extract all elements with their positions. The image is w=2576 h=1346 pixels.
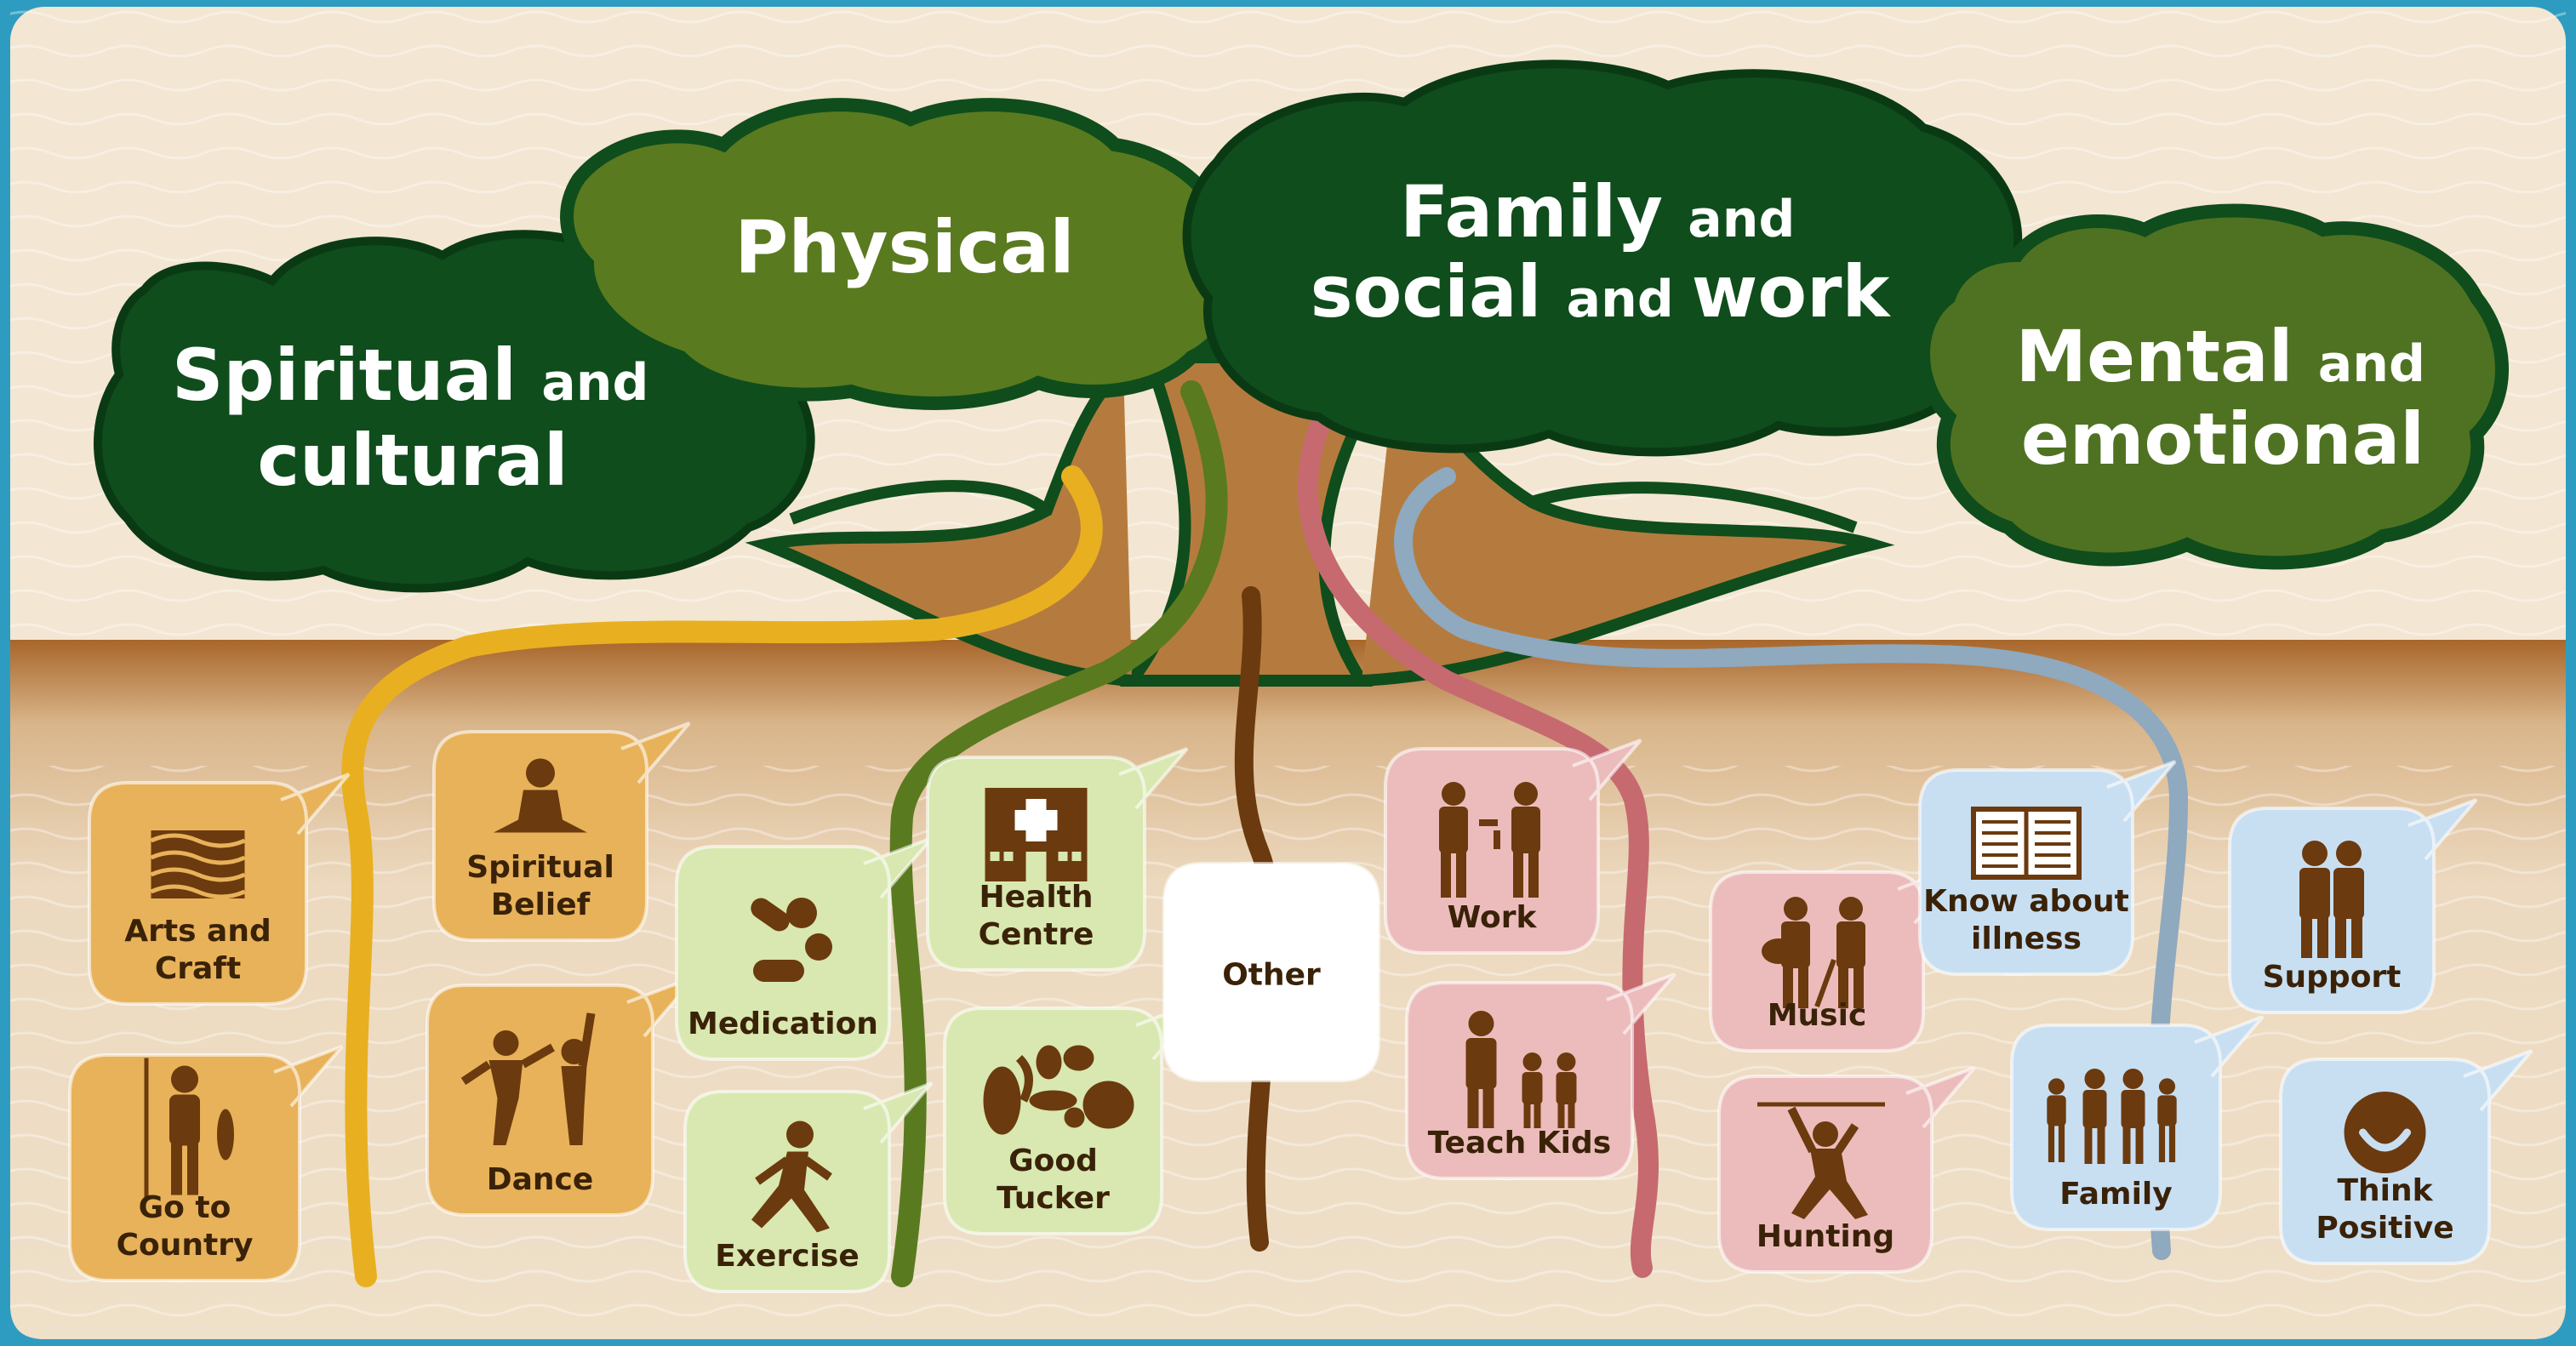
dance-label-line: Dance xyxy=(487,1162,594,1197)
canopy-mental: Mental and emotional xyxy=(1916,203,2509,570)
root-mental xyxy=(1394,467,2189,1260)
box-teach-kids: Teach Kids xyxy=(1405,972,1676,1180)
good-tucker-label-line: Tucker xyxy=(997,1181,1110,1216)
go-to-country-label-line: Country xyxy=(117,1228,254,1263)
know-about-illness-label-line: illness xyxy=(1971,921,2082,956)
canopy-physical: Physical xyxy=(560,98,1243,410)
work-label-line: Work xyxy=(1448,900,1538,935)
canopy-title-spiritual: Spiritual and cultural xyxy=(172,334,654,502)
box-family: Family xyxy=(2010,1015,2265,1231)
box-music: Music xyxy=(1709,862,1968,1052)
work-icon xyxy=(1439,782,1540,898)
root-family xyxy=(1298,398,1659,1278)
go-to-country-label-line: Go to xyxy=(139,1190,231,1225)
health-centre-icon xyxy=(985,788,1088,881)
good-tucker-icon xyxy=(983,1045,1134,1135)
support-icon xyxy=(2299,841,2364,958)
box-dance: Dance xyxy=(426,975,697,1217)
arts-and-craft-label-line: Arts and xyxy=(124,914,271,949)
group-other: Other xyxy=(1162,862,1380,1082)
teach-kids-label-line: Teach Kids xyxy=(1428,1126,1611,1161)
root-spiritual xyxy=(341,465,1103,1287)
arts-and-craft-icon xyxy=(150,830,246,899)
canopy-title-physical: Physical xyxy=(734,205,1074,290)
dance-icon xyxy=(460,1012,596,1145)
medication-label-line: Medication xyxy=(688,1007,878,1041)
health-centre-label-line: Centre xyxy=(979,917,1094,952)
box-work: Work xyxy=(1384,739,1642,955)
box-exercise: Exercise xyxy=(683,1081,934,1293)
meditation-icon xyxy=(494,758,587,833)
support-label-line: Support xyxy=(2263,960,2402,995)
arts-and-craft-label-line: Craft xyxy=(155,951,241,986)
canopy-title-family: Family and social and work xyxy=(1311,170,1892,334)
box-support: Support xyxy=(2228,798,2478,1014)
know-about-illness-label-line: Know about xyxy=(1923,884,2129,919)
health-centre-label-line: Health xyxy=(979,880,1093,915)
think-positive-icon xyxy=(2344,1092,2426,1173)
music-icon xyxy=(1762,897,1865,1008)
box-hunting: Hunting xyxy=(1717,1066,1976,1274)
hunting-label-line: Hunting xyxy=(1756,1219,1894,1254)
exercise-icon xyxy=(751,1121,832,1233)
canopy-title-mental: Mental and emotional xyxy=(2016,315,2430,481)
think-positive-label-line: Positive xyxy=(2316,1211,2453,1246)
box-medication: Medication xyxy=(675,836,934,1061)
exercise-label-line: Exercise xyxy=(715,1239,860,1274)
music-label-line: Music xyxy=(1768,998,1867,1033)
canopy-family: Family and social and work xyxy=(1182,60,2031,457)
spiritual-belief-label-line: Spiritual xyxy=(466,850,614,885)
hunting-icon xyxy=(1757,1102,1885,1219)
spiritual-belief-label-line: Belief xyxy=(491,887,591,922)
think-positive-label-line: Think xyxy=(2337,1173,2433,1208)
root-physical xyxy=(889,380,1228,1287)
teach-kids-icon xyxy=(1465,1011,1577,1128)
box-other: Other xyxy=(1162,862,1380,1082)
know-about-illness-icon xyxy=(1971,807,2082,880)
family-label-line: Family xyxy=(2059,1177,2172,1212)
medication-icon xyxy=(751,898,832,982)
other-label-line: Other xyxy=(1222,958,1321,993)
go-to-country-icon xyxy=(144,1058,234,1199)
good-tucker-label-line: Good xyxy=(1008,1144,1098,1178)
family-icon xyxy=(2047,1069,2177,1164)
